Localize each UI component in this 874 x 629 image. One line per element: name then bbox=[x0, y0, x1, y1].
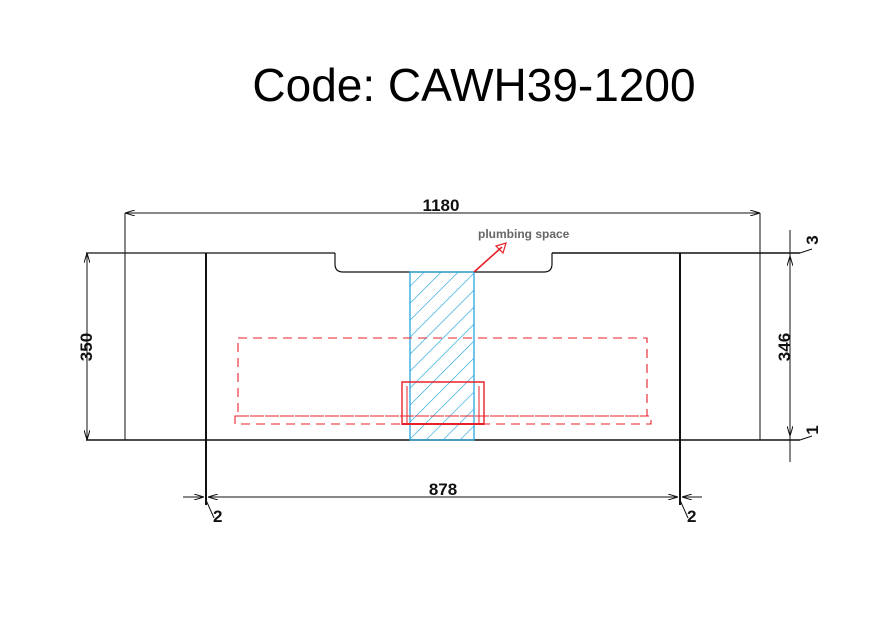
overall-height-label: 350 bbox=[77, 333, 96, 361]
right-gap-label: 2 bbox=[687, 507, 696, 526]
plumbing-annotation: plumbing space bbox=[473, 227, 570, 273]
dimension-overall-height: 350 bbox=[77, 253, 96, 440]
left-gap-label: 2 bbox=[213, 507, 222, 526]
dimension-inner-height bbox=[790, 230, 813, 462]
plumbing-space-hatch bbox=[409, 271, 475, 441]
bottom-gap-label: 1 bbox=[803, 425, 822, 434]
dimension-inner-width bbox=[183, 497, 702, 519]
product-code-title: Code: CAWH39-1200 bbox=[252, 59, 696, 111]
overall-width-label: 1180 bbox=[423, 196, 460, 215]
top-gap-label: 3 bbox=[803, 235, 822, 244]
dimension-overall-width: 1180 bbox=[125, 196, 760, 215]
inner-height-label: 346 bbox=[775, 333, 794, 361]
hidden-basin-outline bbox=[234, 337, 652, 425]
plumbing-space-label: plumbing space bbox=[478, 227, 570, 241]
inner-width-label: 878 bbox=[429, 480, 457, 499]
